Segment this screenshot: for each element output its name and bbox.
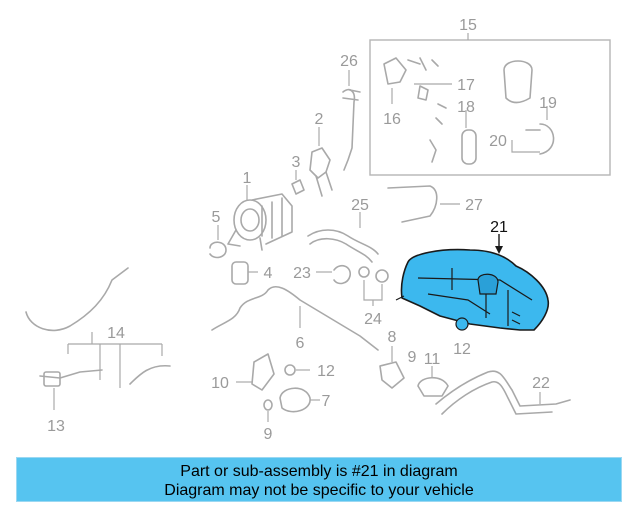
part-2-bracket — [309, 127, 333, 197]
part-27-hose — [387, 185, 460, 223]
callout-24: 24 — [364, 311, 382, 328]
callout-2: 2 — [315, 111, 324, 128]
part-24-fittings — [358, 266, 389, 306]
callout-5: 5 — [212, 209, 221, 226]
info-banner: Part or sub-assembly is #21 in diagram D… — [16, 457, 622, 502]
part-26-hose — [342, 70, 361, 171]
part-25-hose — [307, 212, 379, 263]
part-9-seal — [263, 399, 273, 422]
part-21-fuel-tank — [395, 234, 550, 331]
callout-12b: 12 — [317, 363, 335, 380]
callout-9a: 9 — [408, 349, 417, 366]
callout-11: 11 — [424, 351, 441, 368]
callout-14: 14 — [107, 325, 125, 342]
callout-10: 10 — [211, 375, 229, 392]
banner-line-disclaimer: Diagram may not be specific to your vehi… — [164, 482, 474, 499]
callout-12a: 12 — [453, 341, 471, 358]
part-3-clip — [291, 170, 305, 195]
callout-7: 7 — [322, 393, 331, 410]
part-6-line — [211, 285, 379, 351]
callout-22: 22 — [532, 375, 550, 392]
part-11-cap — [417, 366, 449, 397]
callout-16: 16 — [383, 111, 401, 128]
callout-3: 3 — [292, 154, 301, 171]
banner-line-part: Part or sub-assembly is #21 in diagram — [180, 463, 458, 480]
part-14-line — [25, 267, 171, 388]
part-23-elbow — [316, 264, 351, 285]
part-4-grommet — [231, 261, 258, 285]
part-5-clamp — [209, 225, 227, 259]
inset-parts — [383, 57, 555, 165]
part-13-connector — [43, 371, 61, 410]
callout-25: 25 — [351, 197, 369, 214]
parts-diagram: 1 2 3 4 5 6 7 8 9 9 10 11 12 12 13 14 15… — [25, 17, 611, 443]
callout-19: 19 — [539, 95, 557, 112]
callout-8: 8 — [388, 329, 397, 346]
callout-9b: 9 — [264, 426, 273, 443]
part-10-bracket — [236, 353, 275, 391]
callout-20: 20 — [489, 133, 507, 150]
inset-box-15 — [369, 39, 611, 176]
part-12-clip — [284, 364, 310, 376]
callout-4: 4 — [264, 265, 273, 282]
callout-15: 15 — [459, 17, 477, 34]
callout-27: 27 — [465, 197, 483, 214]
callout-13: 13 — [47, 418, 65, 435]
callout-23: 23 — [293, 265, 311, 282]
callout-6: 6 — [296, 335, 305, 352]
callout-21: 21 — [490, 219, 508, 236]
callout-1: 1 — [243, 170, 252, 187]
part-7-valve — [279, 387, 320, 413]
callout-26: 26 — [340, 53, 358, 70]
callout-18: 18 — [457, 99, 475, 116]
part-1-pump — [227, 185, 293, 251]
part-8-fitting — [379, 346, 405, 389]
callout-17: 17 — [457, 77, 475, 94]
part-22-pipe — [435, 370, 571, 415]
